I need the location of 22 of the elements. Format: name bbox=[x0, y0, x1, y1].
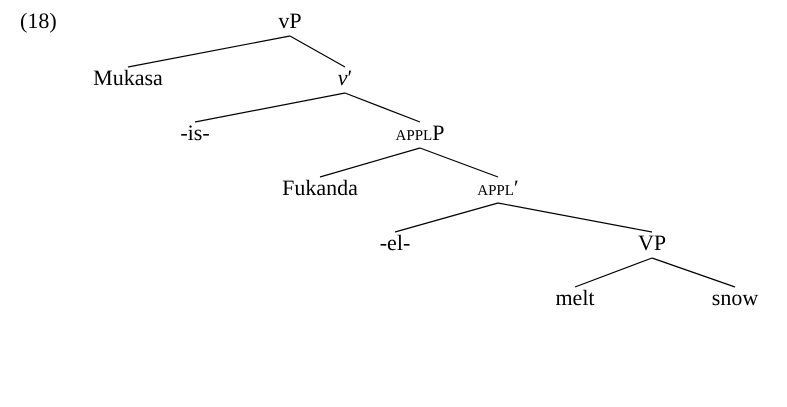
tree-node-label: Mukasa bbox=[93, 65, 163, 91]
tree-branch bbox=[394, 202, 498, 233]
tree-branch bbox=[652, 257, 736, 288]
tree-node-label: Fukanda bbox=[282, 175, 358, 201]
example-number: (18) bbox=[20, 8, 57, 34]
tree-node-label: -is- bbox=[180, 120, 210, 146]
tree-node-label: appl′ bbox=[477, 175, 519, 201]
tree-branch bbox=[194, 92, 346, 123]
tree-branch bbox=[420, 147, 498, 178]
tree-branch bbox=[498, 202, 652, 233]
tree-node-label: VP bbox=[638, 230, 666, 256]
tree-node-label: snow bbox=[712, 285, 758, 311]
tree-branch bbox=[290, 35, 346, 68]
tree-node-label: v′ bbox=[338, 65, 352, 91]
tree-node-label: melt bbox=[555, 285, 595, 311]
tree-branch bbox=[344, 92, 420, 123]
tree-node-label: -el- bbox=[380, 230, 410, 256]
tree-node-label: vP bbox=[278, 8, 302, 34]
tree-branch bbox=[320, 147, 420, 178]
tree-branch bbox=[574, 257, 652, 288]
tree-node-label: applP bbox=[396, 120, 444, 146]
tree-branch bbox=[128, 35, 290, 68]
